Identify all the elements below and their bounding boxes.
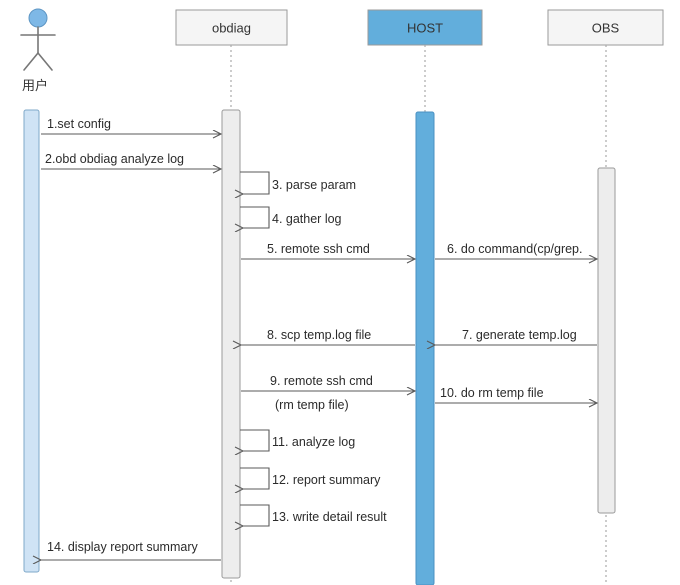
lifeline-header-box-host[interactable] [367, 9, 483, 46]
lifeline-title-host: HOST [407, 21, 443, 36]
message-label-7: 7. generate temp.log [462, 328, 577, 342]
message-5[interactable]: 5. remote ssh cmd [241, 242, 415, 259]
activation-bar-obs[interactable] [597, 167, 616, 514]
message-label-1: 1.set config [47, 117, 111, 131]
actor-user: 用户 [20, 8, 56, 93]
message-self-loop-3 [240, 171, 270, 194]
activation-bar-user[interactable] [23, 109, 40, 573]
lifelines-layer: obdiag HOST OBS [23, 9, 664, 585]
lifeline-header-box-obs[interactable] [547, 9, 664, 46]
lifeline-title-obdiag: obdiag [212, 21, 251, 36]
message-label-10: 10. do rm temp file [440, 386, 544, 400]
message-self-loop-4 [240, 206, 270, 228]
message-label-6: 6. do command(cp/grep. [447, 242, 583, 256]
lifeline-user [23, 109, 40, 573]
message-label-12: 12. report summary [272, 473, 381, 487]
actor-leg-right-icon [37, 52, 53, 71]
message-label-9: 9. remote ssh cmd [270, 374, 373, 388]
message-self-loop-13 [240, 504, 270, 526]
lifeline-obdiag: obdiag [175, 9, 288, 585]
message-11[interactable]: 11. analyze log [240, 429, 355, 451]
message-4[interactable]: 4. gather log [240, 206, 342, 228]
message-label-8: 8. scp temp.log file [267, 328, 371, 342]
activation-bar-obdiag[interactable] [221, 109, 241, 579]
message-label-2: 2.obd obdiag analyze log [45, 152, 184, 166]
messages-layer: 1.set config 2.obd obdiag analyze log 3. p… [41, 117, 597, 560]
message-6[interactable]: 6. do command(cp/grep. [435, 242, 597, 259]
message-label-4: 4. gather log [272, 212, 342, 226]
message-8[interactable]: 8. scp temp.log file [241, 328, 415, 345]
activation-bar-host[interactable] [415, 111, 435, 585]
message-self-loop-11 [240, 429, 270, 451]
lifeline-title-obs: OBS [592, 21, 620, 36]
message-9[interactable]: 9. remote ssh cmd (rm temp file) [241, 374, 415, 412]
actor-leg-left-icon [23, 52, 39, 71]
message-13[interactable]: 13. write detail result [240, 504, 387, 526]
message-10[interactable]: 10. do rm temp file [435, 386, 597, 403]
actor-label: 用户 [22, 78, 48, 93]
message-14[interactable]: 14. display report summary [41, 540, 221, 560]
lifeline-obs: OBS [547, 9, 664, 585]
lifeline-header-box-obdiag[interactable] [175, 9, 288, 46]
message-label-5: 5. remote ssh cmd [267, 242, 370, 256]
message-12[interactable]: 12. report summary [240, 467, 381, 489]
message-label-9-line2: (rm temp file) [275, 398, 349, 412]
message-7[interactable]: 7. generate temp.log [435, 328, 597, 345]
actor-head-icon [28, 8, 48, 28]
lifeline-host: HOST [367, 9, 483, 585]
message-label-3: 3. parse param [272, 178, 356, 192]
message-label-14: 14. display report summary [47, 540, 199, 554]
message-label-13: 13. write detail result [272, 510, 387, 524]
message-3[interactable]: 3. parse param [240, 171, 356, 194]
message-label-11: 11. analyze log [272, 435, 355, 449]
message-1[interactable]: 1.set config [41, 117, 221, 134]
message-self-loop-12 [240, 467, 270, 489]
message-2[interactable]: 2.obd obdiag analyze log [41, 152, 221, 169]
